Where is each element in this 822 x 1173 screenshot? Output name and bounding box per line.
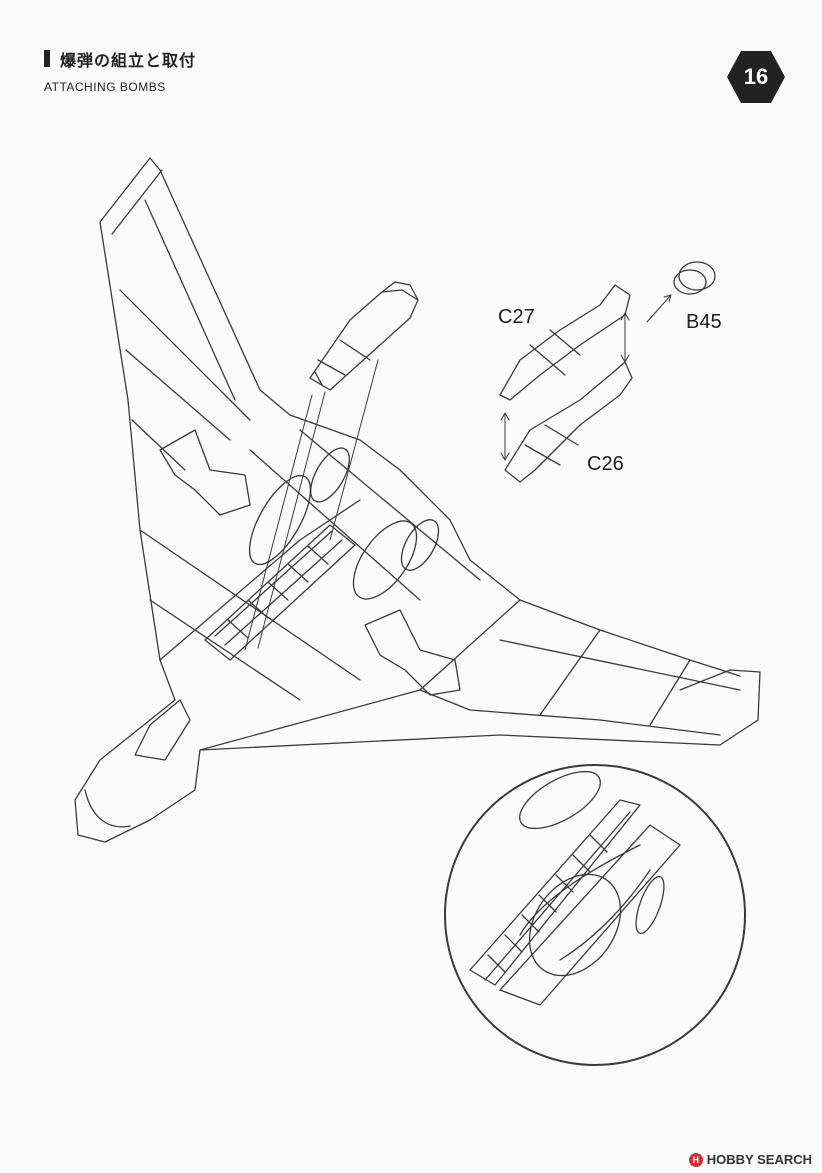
part-label-b45: B45 (686, 311, 722, 333)
watermark-text: HOBBY SEARCH (706, 1152, 812, 1167)
hobby-search-logo-icon: H (688, 1152, 703, 1167)
bomb-assembled (309, 281, 419, 391)
step-title-english: ATTACHING BOMBS (44, 80, 166, 94)
step-number: 16 (743, 64, 769, 89)
step-title-japanese: 爆弾の組立と取付 (60, 51, 197, 70)
part-label-c26: C26 (587, 453, 624, 475)
part-label-c27: C27 (498, 306, 535, 328)
header-bar-marker (44, 50, 50, 67)
part-b45-drawing (673, 261, 716, 295)
watermark: H HOBBY SEARCH (688, 1152, 812, 1167)
assembly-guide-lines (244, 359, 379, 651)
step-number-badge: 16 (726, 47, 786, 107)
hexagon-icon (727, 51, 785, 103)
assembly-arrows (500, 294, 672, 461)
part-c26-drawing (504, 361, 633, 483)
aircraft-airframe (74, 157, 761, 843)
detail-view-circle (444, 764, 746, 1066)
part-c27-drawing (499, 284, 631, 401)
